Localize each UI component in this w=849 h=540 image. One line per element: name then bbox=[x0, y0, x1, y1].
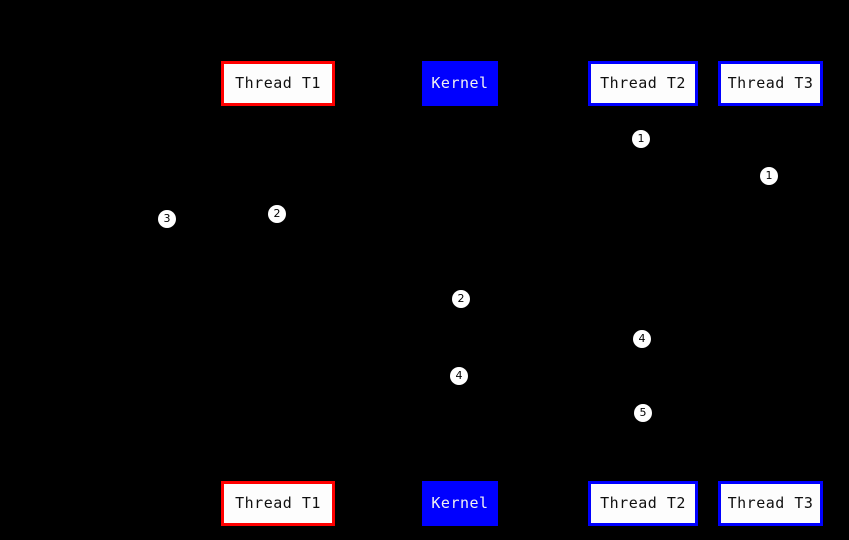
participant-label: Kernel bbox=[431, 74, 489, 92]
participant-kernel-top[interactable]: Kernel bbox=[422, 61, 498, 106]
sequence-badge: 3 bbox=[158, 210, 176, 228]
participant-label: Thread T2 bbox=[600, 74, 686, 92]
participant-label: Thread T3 bbox=[727, 74, 814, 92]
participant-t2-top[interactable]: Thread T2 bbox=[588, 61, 698, 106]
message-arrow-m1 bbox=[643, 136, 770, 142]
participant-t2-bottom[interactable]: Thread T2 bbox=[588, 481, 698, 526]
participant-label: Kernel bbox=[431, 494, 489, 512]
sequence-badge: 5 bbox=[634, 404, 652, 422]
participant-kernel-bottom[interactable]: Kernel bbox=[422, 481, 498, 526]
lifeline-t2 bbox=[643, 106, 644, 481]
participant-t3-bottom[interactable]: Thread T3 bbox=[718, 481, 823, 526]
lifeline-t1 bbox=[278, 106, 279, 481]
participant-label: Thread T2 bbox=[600, 494, 686, 512]
sequence-badge: 2 bbox=[268, 205, 286, 223]
participant-t1-bottom[interactable]: Thread T1 bbox=[221, 481, 335, 526]
message-arrow-m3 bbox=[167, 216, 278, 222]
sequence-badge: 4 bbox=[633, 330, 651, 348]
sequence-badge: 1 bbox=[760, 167, 778, 185]
participant-t3-top[interactable]: Thread T3 bbox=[718, 61, 823, 106]
sequence-badge: 2 bbox=[452, 290, 470, 308]
participant-label: Thread T3 bbox=[727, 494, 814, 512]
participant-label: Thread T1 bbox=[235, 74, 321, 92]
lifeline-t3 bbox=[770, 106, 771, 481]
sequence-badge: 1 bbox=[632, 130, 650, 148]
sequence-badge: 4 bbox=[450, 367, 468, 385]
participant-t1-top[interactable]: Thread T1 bbox=[221, 61, 335, 106]
participant-label: Thread T1 bbox=[235, 494, 321, 512]
